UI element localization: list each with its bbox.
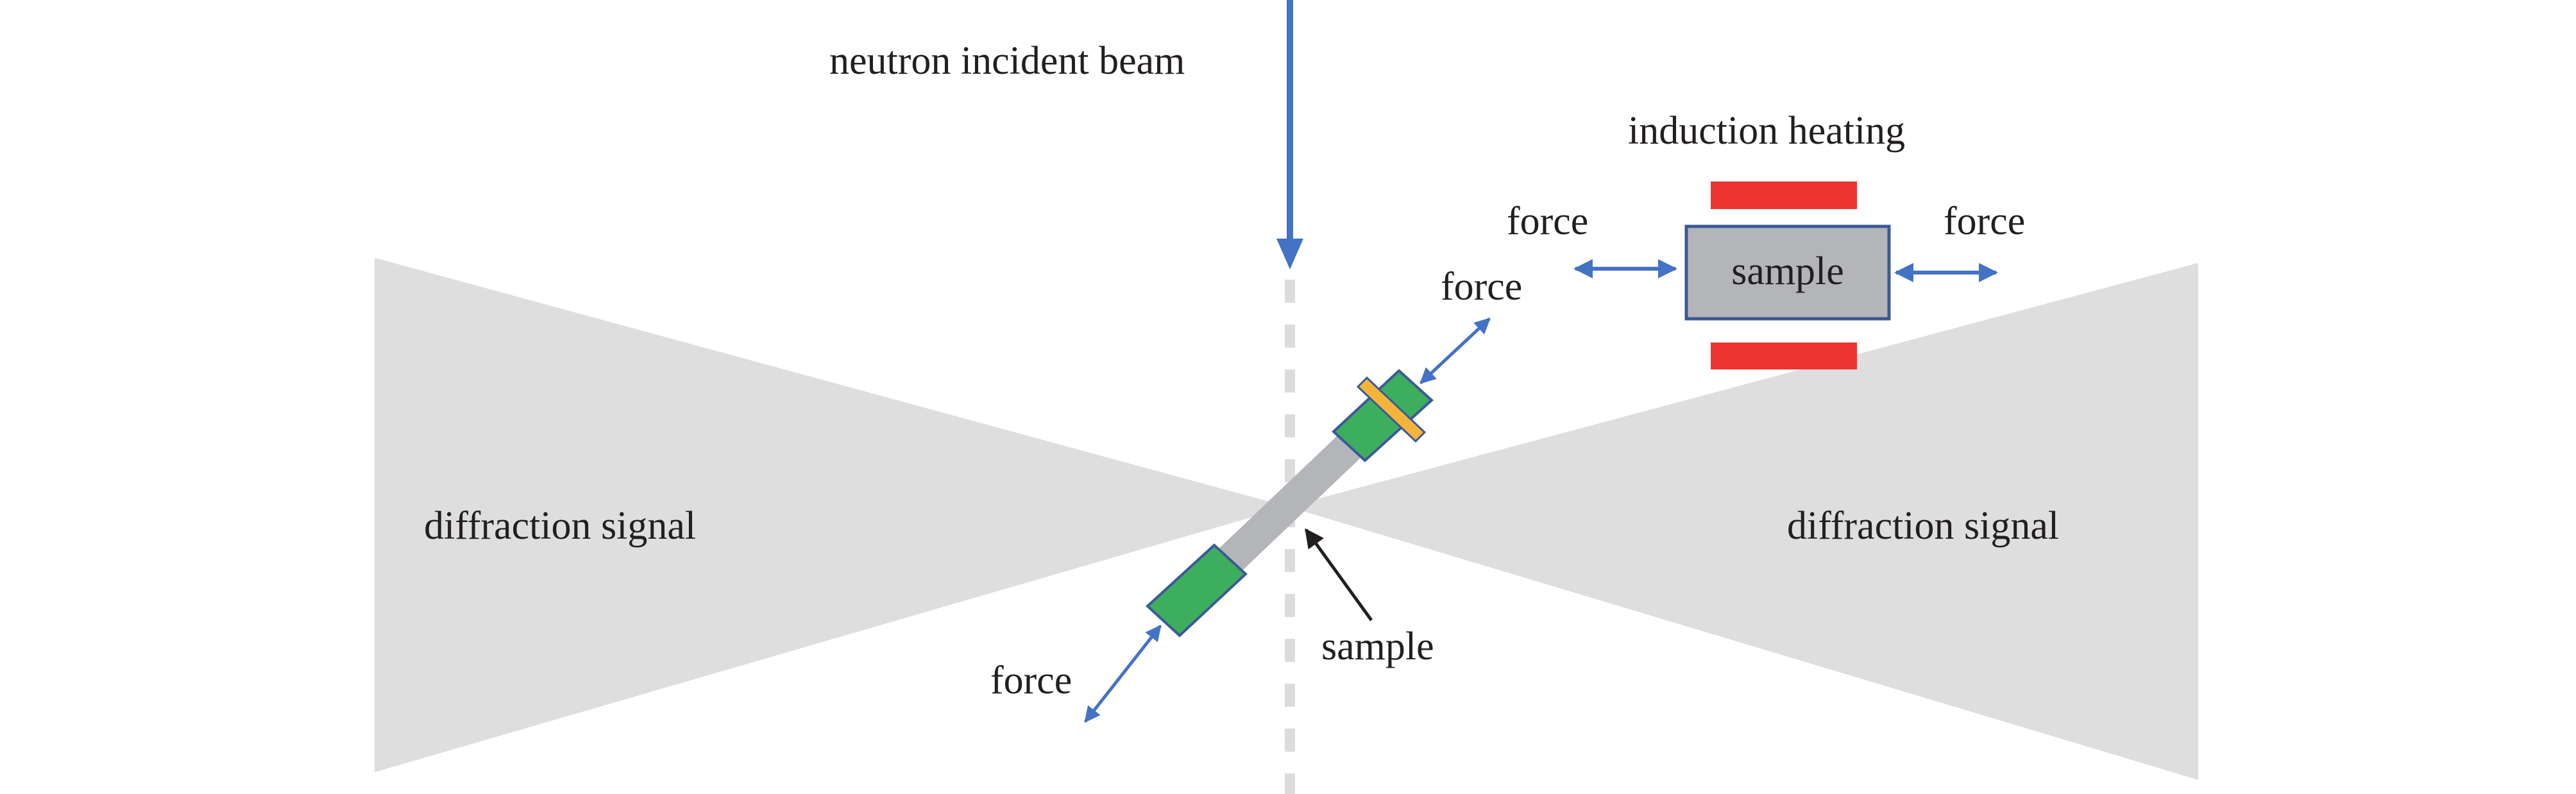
- incident-beam-arrowhead: [1276, 239, 1303, 269]
- inset-force-left-label: force: [1507, 199, 1588, 243]
- incident-beam-label: neutron incident beam: [829, 39, 1185, 83]
- lower-grip: [1146, 543, 1248, 638]
- upper-force-label: force: [1441, 265, 1522, 308]
- inset-sample-box: [1684, 224, 1891, 321]
- sample-pointer-label: sample: [1321, 625, 1434, 668]
- heater-top: [1711, 182, 1857, 209]
- diffraction-cone-left: [375, 258, 1288, 772]
- lower-force-arrow: [1084, 625, 1162, 723]
- upper-force-arrow: [1419, 317, 1491, 384]
- diffraction-signal-left-label: diffraction signal: [424, 504, 696, 548]
- sample-rod: [1207, 430, 1365, 583]
- induction-heating-inset: induction heating sample force force: [1507, 109, 2025, 369]
- sample-pointer-arrow: [1304, 528, 1373, 621]
- lower-force-label: force: [990, 659, 1072, 702]
- inset-sample-label: sample: [1731, 249, 1844, 293]
- diffraction-cone-right: [1288, 263, 2198, 780]
- collar: [1356, 376, 1427, 443]
- induction-heating-label: induction heating: [1628, 109, 1905, 153]
- diffraction-signal-right-label: diffraction signal: [1787, 504, 2059, 548]
- heater-bottom: [1711, 342, 1857, 369]
- inset-force-right-label: force: [1944, 199, 2025, 243]
